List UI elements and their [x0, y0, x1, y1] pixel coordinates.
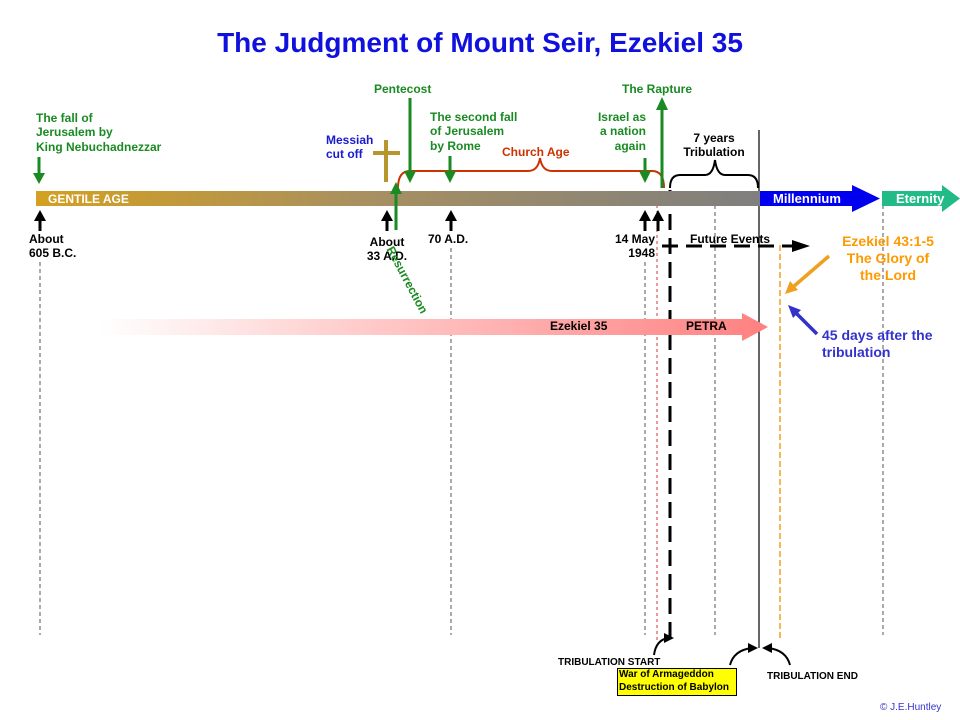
label-millennium: Millennium [773, 191, 841, 206]
label-church-age: Church Age [502, 145, 570, 159]
label-ezekiel-43-text: Ezekiel 43:1-5 The Glory of the Lord [842, 233, 934, 283]
label-trib-start: TRIBULATION START [558, 657, 661, 668]
copyright: © J.E.Huntley [880, 702, 942, 713]
arrow-70ad-head [444, 171, 456, 183]
arrow-resurrection-shaft [394, 192, 398, 230]
label-trib-end: TRIBULATION END [767, 671, 858, 682]
blue-arrow-shaft [793, 310, 819, 336]
guide-lines [39, 205, 884, 635]
label-second-fall: The second fall of Jerusalem by Rome [430, 110, 517, 153]
label-armageddon-text: War of Armageddon Destruction of Babylon [619, 669, 730, 693]
arrow-israel-head [639, 171, 651, 183]
label-33ad: About 33 A.D. [362, 235, 412, 264]
label-israel-nation: Israel as a nation again [590, 110, 646, 153]
label-seven-years-text: 7 years Tribulation [683, 131, 745, 160]
orange-arrow-shaft [791, 254, 831, 289]
label-ezekiel-35: Ezekiel 35 [550, 319, 608, 333]
label-gentile-age: GENTILE AGE [48, 192, 129, 206]
green-arrows [33, 97, 668, 230]
arrow-fall-jerusalem-shaft [37, 157, 41, 175]
label-605bc-text: About 605 B.C. [29, 232, 77, 261]
cross-icon [373, 140, 400, 182]
church-age-bracket [397, 157, 665, 189]
arrow-70ad-shaft [448, 156, 452, 173]
arrow-rapture-shaft [660, 108, 664, 188]
seven-years-bracket [669, 159, 759, 189]
label-33ad-text: About 33 A.D. [366, 235, 408, 264]
label-eternity: Eternity [896, 191, 945, 206]
label-1948: 14 May 1948 [600, 232, 655, 261]
label-605bc: About 605 B.C. [29, 232, 76, 261]
label-petra: PETRA [686, 319, 727, 333]
armageddon-box [617, 668, 737, 696]
arrow-resurrection-head [390, 182, 402, 194]
label-1948-text: 14 May 1948 [614, 232, 655, 261]
eternity-arrow [882, 185, 960, 212]
orange-arrow-head [785, 281, 798, 294]
label-messiah: Messiah cut off [326, 133, 373, 162]
label-seven-years: 7 years Tribulation [672, 131, 756, 160]
millennium-arrow [760, 185, 880, 212]
arrow-israel-shaft [643, 158, 647, 173]
label-rapture: The Rapture [622, 82, 693, 96]
label-armageddon: War of Armageddon Destruction of Babylon [619, 669, 729, 694]
future-events-arrowhead [792, 240, 810, 252]
blue-arrow-head [788, 305, 801, 318]
arrow-pentecost-head [404, 171, 416, 183]
ezekiel-35-arrow [100, 313, 768, 341]
label-israel-nation-text: Israel as a nation again [597, 110, 646, 153]
label-pentecost: Pentecost [374, 82, 432, 96]
arrow-fall-jerusalem-head [33, 173, 45, 184]
gentile-age-bar [36, 191, 760, 206]
page-title: The Judgment of Mount Seir, Ezekiel 35 [217, 27, 743, 58]
label-70ad: 70 A.D. [428, 232, 469, 246]
label-second-fall-text: The second fall of Jerusalem by Rome [430, 110, 518, 153]
label-future-events: Future Events [690, 232, 771, 246]
arrow-rapture-head [656, 97, 668, 110]
label-45-days-text: 45 days after the tribulation [822, 327, 933, 360]
label-45-days: 45 days after the tribulation [822, 327, 933, 361]
arrow-pentecost-shaft [408, 98, 412, 173]
label-ezekiel-43: Ezekiel 43:1-5 The Glory of the Lord [818, 233, 958, 283]
label-fall-of-jerusalem: The fall of Jerusalem by King Nebuchadne… [36, 111, 161, 154]
label-messiah-text: Messiah cut off [326, 133, 374, 162]
label-fall-of-jerusalem-text: The fall of Jerusalem by King Nebuchadne… [36, 111, 162, 154]
black-date-arrows [34, 210, 664, 231]
